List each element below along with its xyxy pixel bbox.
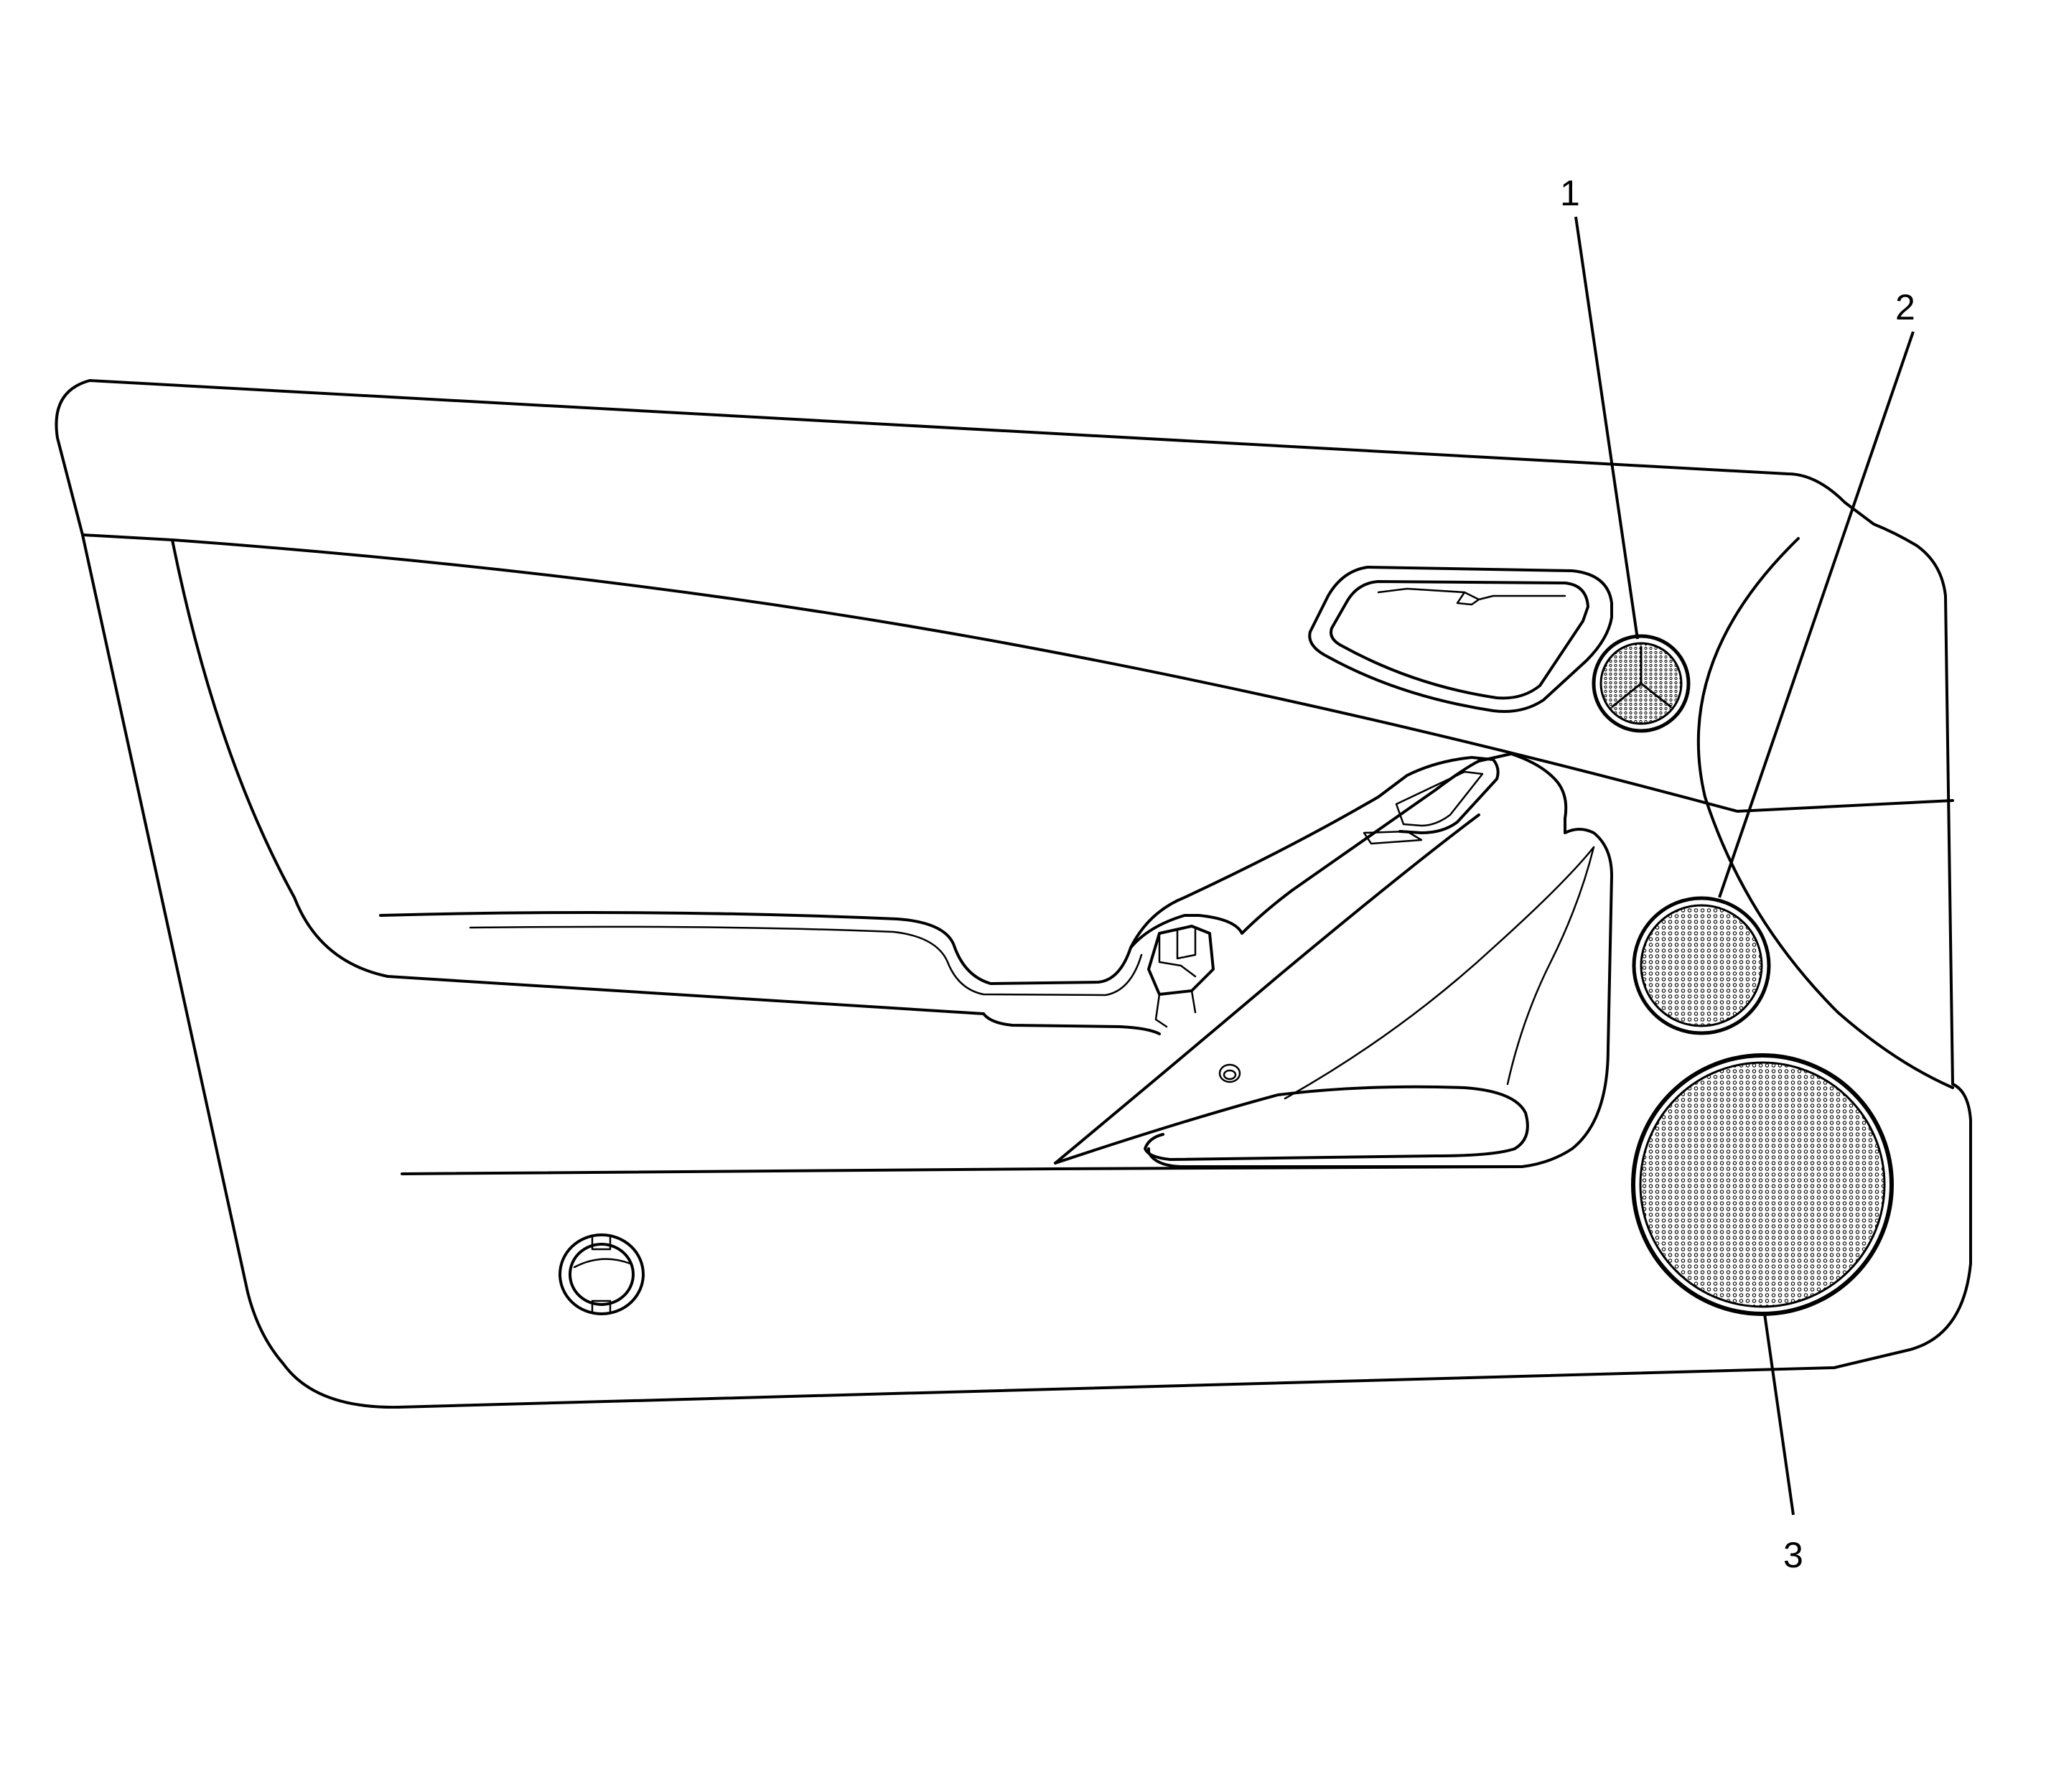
leader-line-2 bbox=[1718, 331, 1915, 898]
map-pocket-outline bbox=[1054, 1085, 1529, 1165]
latch-handle-bezel bbox=[1308, 566, 1613, 713]
console-diagonal bbox=[1054, 813, 1480, 1165]
callout-1: 1 bbox=[1560, 173, 1580, 213]
switch-detail bbox=[1158, 928, 1197, 978]
window-switch-bezel bbox=[1377, 756, 1500, 834]
leader-line-3 bbox=[1763, 1313, 1795, 1516]
window-switch-inner bbox=[1395, 770, 1484, 827]
leader-line-1 bbox=[1574, 216, 1639, 640]
lower-trim-line bbox=[401, 1165, 1523, 1175]
access-plug-key bbox=[573, 1235, 632, 1314]
armrest-top-line bbox=[379, 795, 1380, 985]
console-upper-edge bbox=[1477, 752, 1613, 1168]
latch-handle-inner bbox=[1330, 580, 1589, 700]
switch-housing bbox=[1147, 925, 1215, 996]
console-inner-curve bbox=[1506, 846, 1595, 1086]
callout-3: 3 bbox=[1783, 1535, 1803, 1575]
door-panel-outline bbox=[55, 379, 1972, 1409]
latch-detail bbox=[1377, 587, 1566, 606]
access-plug-outer bbox=[559, 1233, 645, 1315]
armrest-inner-line bbox=[469, 925, 1143, 997]
screw-hole-inner bbox=[1223, 1069, 1237, 1081]
midrange-speaker-grille bbox=[1632, 896, 1771, 1035]
pull-cup-outline bbox=[1129, 760, 1480, 949]
top-rail-line bbox=[81, 533, 1954, 813]
callout-2: 2 bbox=[1895, 287, 1915, 327]
switch-lower bbox=[1154, 989, 1197, 1028]
insert-panel-outline bbox=[171, 538, 985, 1015]
access-plug-inner bbox=[569, 1243, 635, 1306]
window-switch-cap bbox=[1363, 830, 1423, 845]
pocket-upper-sweep bbox=[1284, 846, 1595, 1100]
insert-right-curve bbox=[1696, 537, 1954, 1089]
woofer-speaker-grille bbox=[1631, 1053, 1894, 1316]
map-pocket-lip bbox=[1147, 1147, 1523, 1168]
tweeter-speaker-grille bbox=[1592, 634, 1691, 733]
armrest-bottom-edge bbox=[982, 1012, 1161, 1035]
screw-hole bbox=[1218, 1063, 1241, 1083]
